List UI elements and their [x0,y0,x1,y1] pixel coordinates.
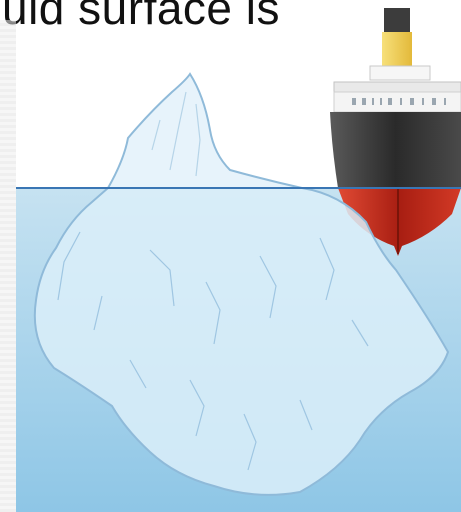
ship-funnel [382,32,412,66]
ship-funnel-cap [384,8,410,32]
iceberg-tip [108,74,302,188]
left-edge-strip [0,20,16,512]
ship-hull-dark [330,112,461,188]
